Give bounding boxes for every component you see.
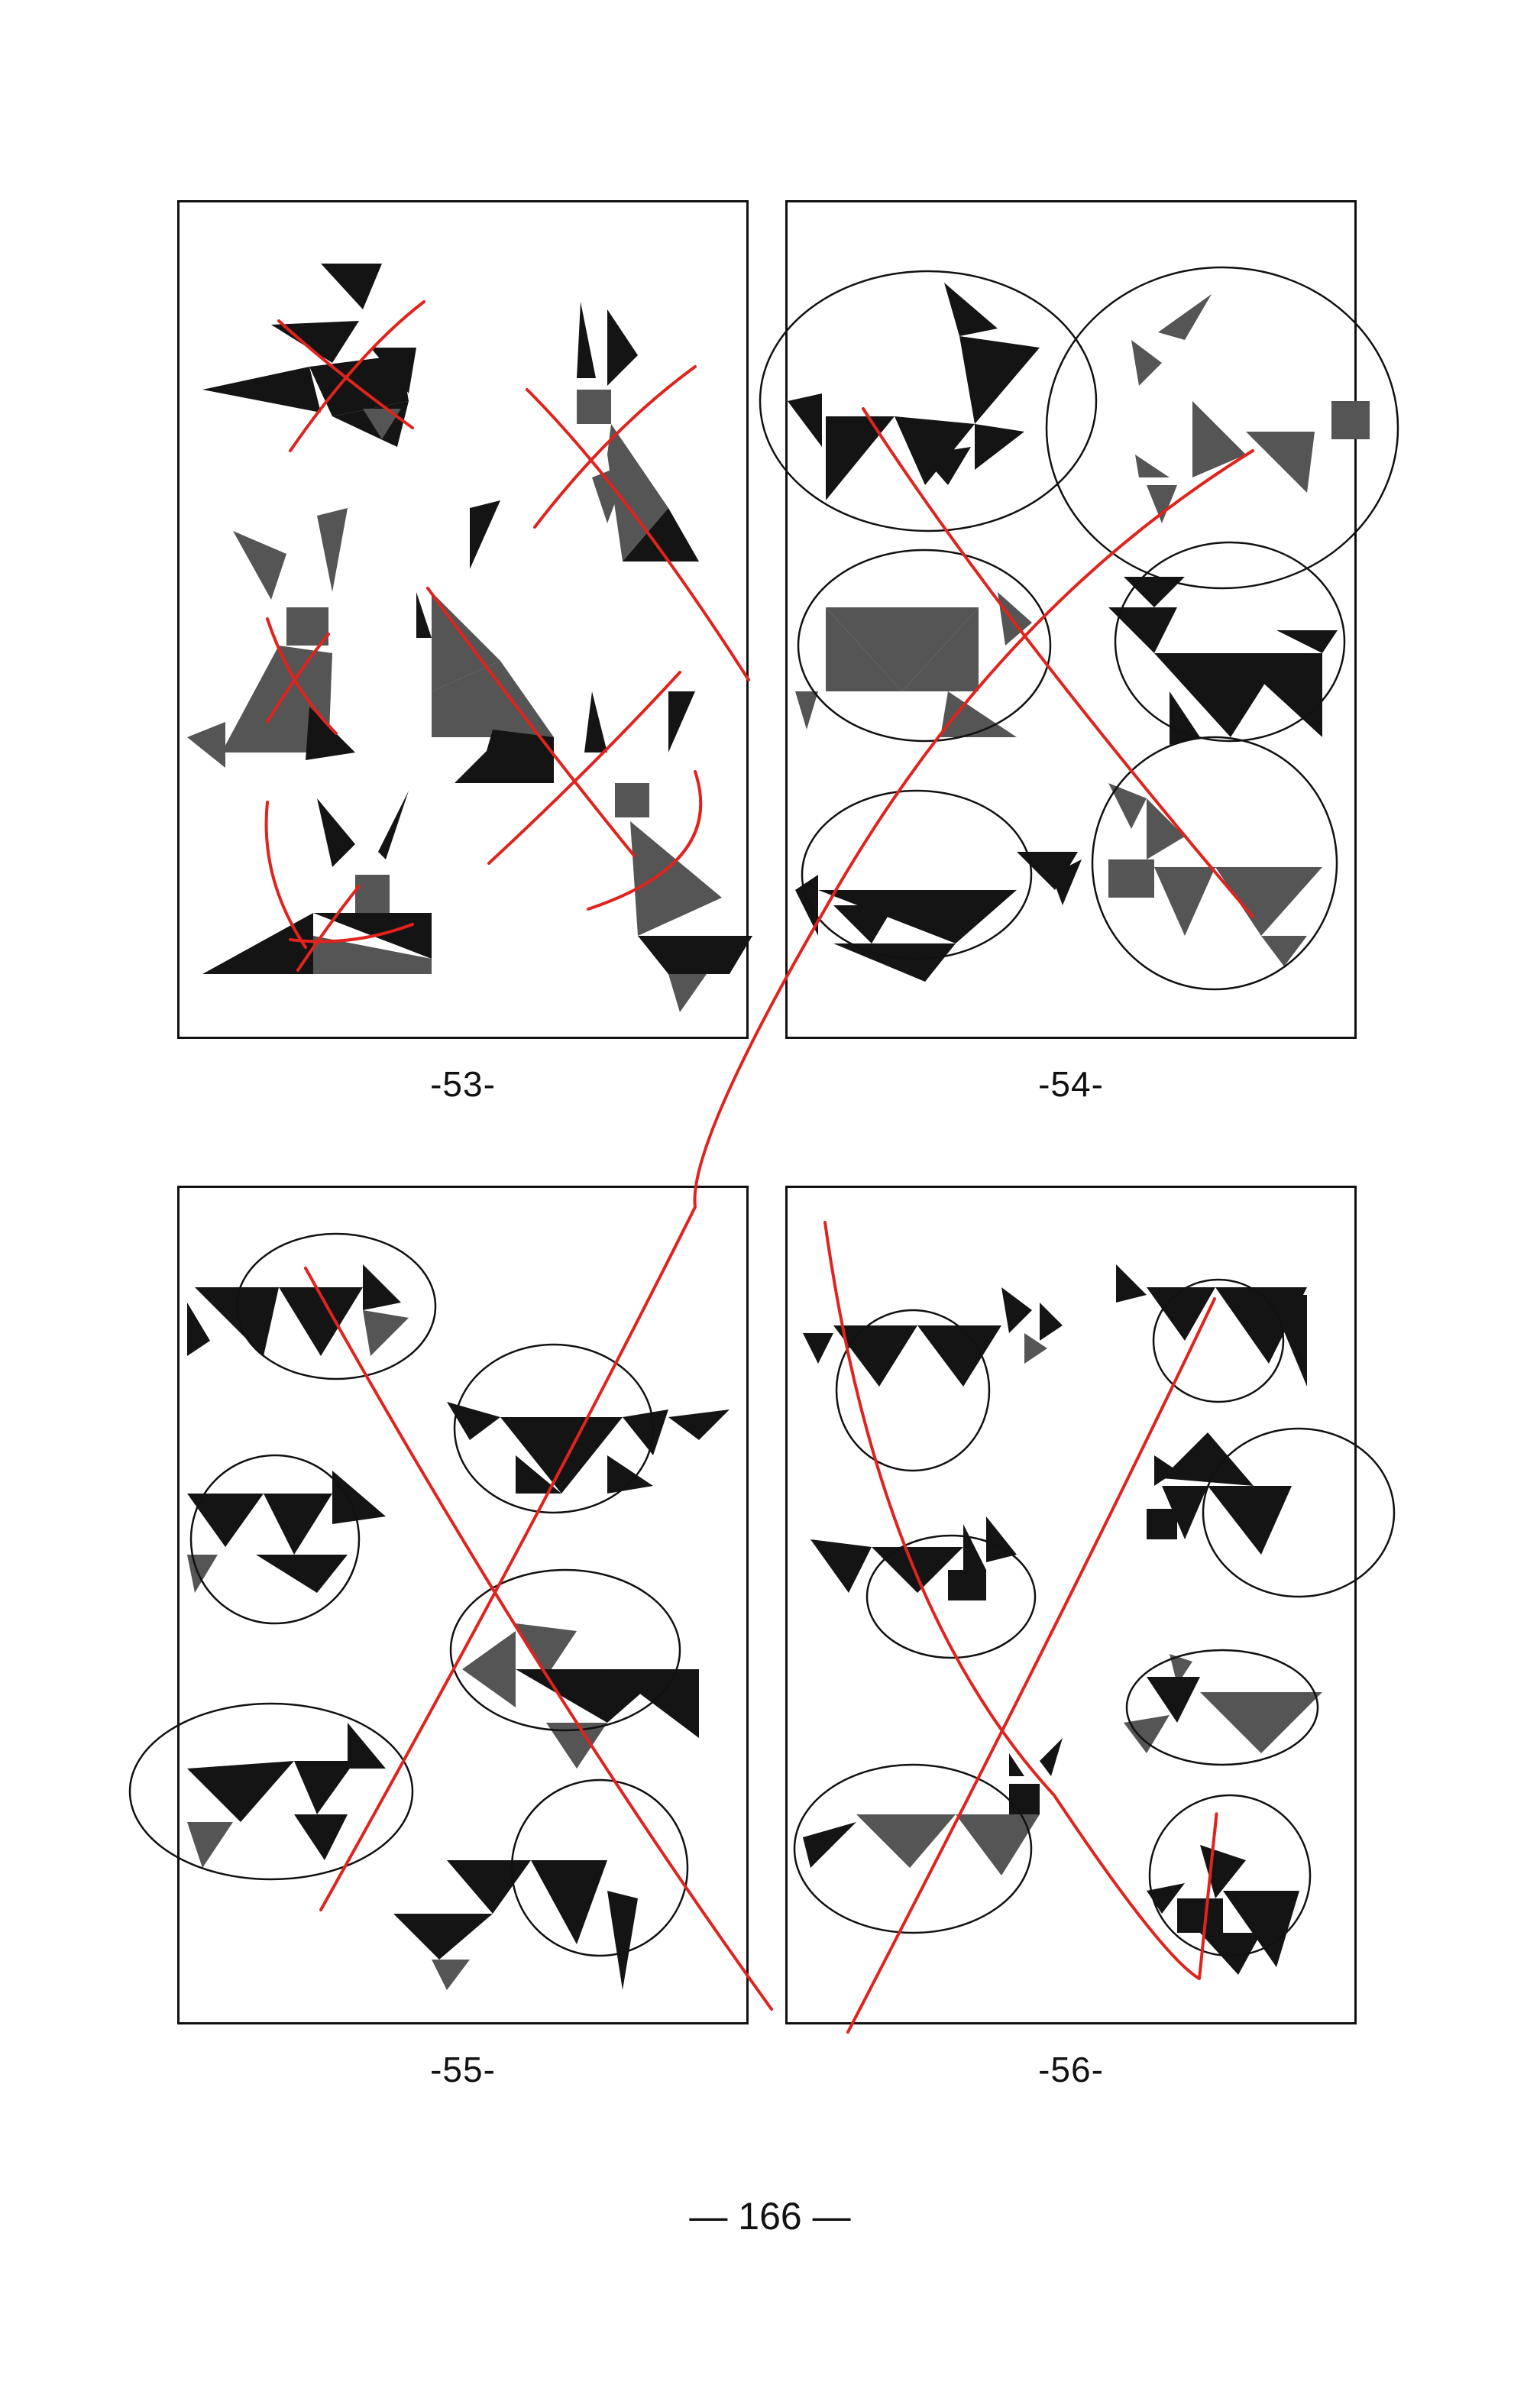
tangram-figure xyxy=(202,791,432,974)
tangram-figure xyxy=(577,302,699,562)
tangram-panel-54 xyxy=(785,200,1370,1039)
panel-caption-56: -56- xyxy=(1038,2050,1104,2089)
tangram-figures-54 xyxy=(788,283,1370,982)
tangram-figure xyxy=(795,852,1082,982)
tangram-figure xyxy=(202,264,416,447)
panel-caption-55: -55- xyxy=(430,2050,496,2089)
tangram-panel-56 xyxy=(785,1186,1357,2024)
tangram-figure xyxy=(187,508,355,768)
tangram-figure xyxy=(416,500,554,783)
page-number: — 166 — xyxy=(689,2195,851,2238)
tangram-figure xyxy=(1147,1432,1292,1555)
tangram-panel-55 xyxy=(177,1186,749,2024)
tangram-figure xyxy=(803,1738,1063,1876)
tangram-figure xyxy=(803,1287,1063,1387)
tangram-figure xyxy=(1108,577,1338,745)
tangram-figure xyxy=(1108,783,1322,966)
tangram-figure xyxy=(187,1723,386,1868)
tangram-figure xyxy=(1147,1845,1299,1975)
tangram-figure xyxy=(1116,1264,1307,1387)
tangram-figures-55 xyxy=(187,1264,730,1990)
tangram-figure xyxy=(1131,294,1370,523)
tangram-figure xyxy=(462,1623,699,1769)
tangram-figure xyxy=(795,592,1032,737)
tangram-figure xyxy=(447,1402,730,1494)
panel-caption-53: -53- xyxy=(430,1064,496,1104)
tangram-figure xyxy=(788,283,1040,500)
tangram-figures-56 xyxy=(803,1264,1322,1975)
tangram-figure xyxy=(584,691,752,1012)
tangram-figure xyxy=(1124,1654,1322,1753)
tangram-figure xyxy=(187,1471,386,1593)
tangram-figure xyxy=(393,1860,638,1990)
tangram-figure xyxy=(810,1516,1017,1600)
tangram-figures-53 xyxy=(187,264,752,1012)
tangram-figure xyxy=(187,1264,409,1356)
panel-caption-54: -54- xyxy=(1038,1064,1104,1104)
tangram-panel-53 xyxy=(177,200,752,1039)
